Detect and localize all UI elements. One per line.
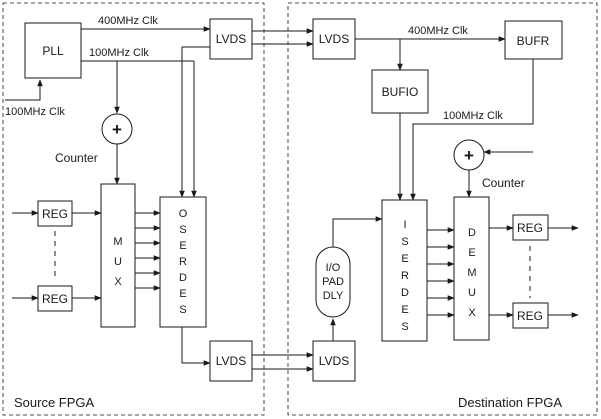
iopad-line-3: DLY: [323, 290, 344, 302]
iserdes-letter-4: R: [401, 270, 409, 282]
demux-letter-2: E: [468, 247, 475, 259]
lvds-tx-data-block: [209, 340, 253, 382]
src-reg-top-block: [37, 200, 73, 227]
iserdes-letter-5: D: [401, 287, 409, 299]
iserdes-letter-1: I: [403, 219, 406, 231]
src-reg-top-label: REG: [42, 207, 68, 221]
bufr-label: BUFR: [517, 34, 550, 48]
source-fpga-label: Source FPGA: [14, 395, 95, 410]
oserdes-letter-4: R: [179, 256, 187, 268]
mux-letter-2: U: [114, 256, 122, 268]
demux-letter-4: U: [468, 287, 476, 299]
dst-counter-label: Counter: [482, 176, 525, 190]
lvds-tx-clock-to-oserdes-wire: [179, 46, 210, 198]
iserdes-letter-2: S: [401, 236, 408, 248]
lvds-tx-clock-block: [209, 18, 253, 60]
src-400-clock-label: 400MHz Clk: [98, 15, 158, 27]
ext-clock-label: 100MHz Clk: [5, 106, 65, 118]
pll-block: [24, 22, 82, 79]
dst-reg-top-block: [512, 214, 549, 241]
iserdes-letter-3: E: [401, 253, 408, 265]
bufio-label: BUFIO: [382, 85, 419, 99]
lvds-rx-data-block: [312, 340, 356, 382]
src-reg-bottom-label: REG: [42, 292, 68, 306]
mux-block: [100, 183, 136, 328]
src-reg-bottom-block: [37, 285, 73, 312]
oserdes-letter-3: E: [179, 240, 186, 252]
iopad-to-iserdes-wire: [332, 216, 383, 247]
oserdes-block: [159, 196, 207, 328]
iserdes-letter-6: E: [401, 304, 408, 316]
pll-label: PLL: [42, 44, 64, 58]
lvds-rx-clock-label: LVDS: [319, 32, 349, 46]
ext-clock-wire: [5, 79, 43, 101]
iserdes-block: [381, 199, 428, 342]
dst-100-clock-wire: [410, 59, 534, 201]
dst-400-clock-label: 400MHz Clk: [408, 25, 468, 37]
lvds-tx-data-label: LVDS: [216, 354, 246, 368]
dst-reg-top-label: REG: [517, 221, 543, 235]
iopad-line-1: I/O: [326, 262, 341, 274]
lvds-tx-clock-label: LVDS: [216, 32, 246, 46]
mux-letter-3: X: [114, 276, 122, 288]
dst-reg-bottom-label: REG: [517, 309, 543, 323]
oserdes-to-lvds-wire: [181, 327, 211, 366]
dst-100-clock-label: 100MHz Clk: [443, 110, 503, 122]
iserdes-letter-7: S: [401, 321, 408, 333]
src-100-clock-label: 100MHz Clk: [89, 47, 149, 59]
iopad-line-2: PAD: [322, 276, 344, 288]
destination-fpga-label: Destination FPGA: [458, 395, 562, 410]
destination-fpga-region: [287, 2, 598, 416]
oserdes-letter-1: O: [179, 208, 188, 220]
demux-letter-3: M: [467, 267, 476, 279]
demux-block: [453, 196, 490, 341]
demux-letter-5: X: [468, 307, 476, 319]
dst-reg-bottom-block: [512, 302, 549, 329]
oserdes-letter-2: S: [179, 224, 186, 236]
bufio-block: [371, 69, 429, 114]
src-counter-plus: +: [112, 120, 122, 139]
oserdes-letter-5: D: [179, 272, 187, 284]
src-counter-label: Counter: [55, 151, 98, 165]
oserdes-letter-6: E: [179, 288, 186, 300]
dst-counter-plus: +: [464, 146, 474, 165]
lvds-rx-data-label: LVDS: [319, 354, 349, 368]
mux-letter-1: M: [113, 236, 122, 248]
lvds-rx-clock-block: [312, 18, 356, 60]
oserdes-letter-7: S: [179, 304, 186, 316]
demux-letter-1: D: [468, 227, 476, 239]
